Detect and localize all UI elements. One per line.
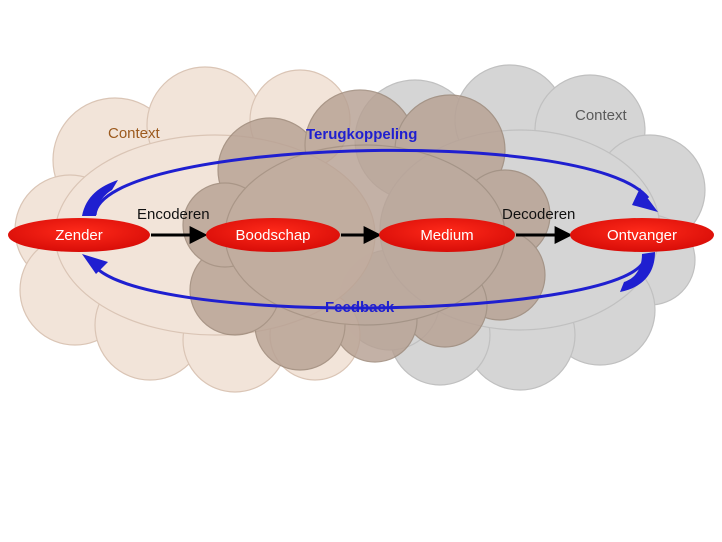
node-ontvanger: Ontvanger — [570, 218, 714, 252]
terugkoppeling-tail-blob — [82, 180, 118, 216]
node-medium-label: Medium — [420, 227, 473, 244]
context-label-right: Context — [575, 107, 628, 124]
context-label-left: Context — [108, 125, 161, 142]
feedback-loop-arrow — [88, 254, 647, 310]
node-medium: Medium — [379, 218, 515, 252]
node-zender: Zender — [8, 218, 150, 252]
node-zender-label: Zender — [55, 227, 103, 244]
node-boodschap-label: Boodschap — [235, 227, 310, 244]
decoderen-label: Decoderen — [502, 206, 575, 223]
node-ontvanger-label: Ontvanger — [607, 227, 677, 244]
terugkoppeling-loop-arrow — [93, 148, 650, 216]
node-boodschap: Boodschap — [206, 218, 340, 252]
feedback-label: Feedback — [325, 299, 395, 316]
encoderen-label: Encoderen — [137, 206, 210, 223]
feedback-tail-blob — [620, 252, 655, 292]
terugkoppeling-label: Terugkoppeling — [306, 126, 417, 143]
feedback-arrowhead — [82, 254, 108, 274]
terugkoppeling-arrowhead — [632, 188, 658, 212]
